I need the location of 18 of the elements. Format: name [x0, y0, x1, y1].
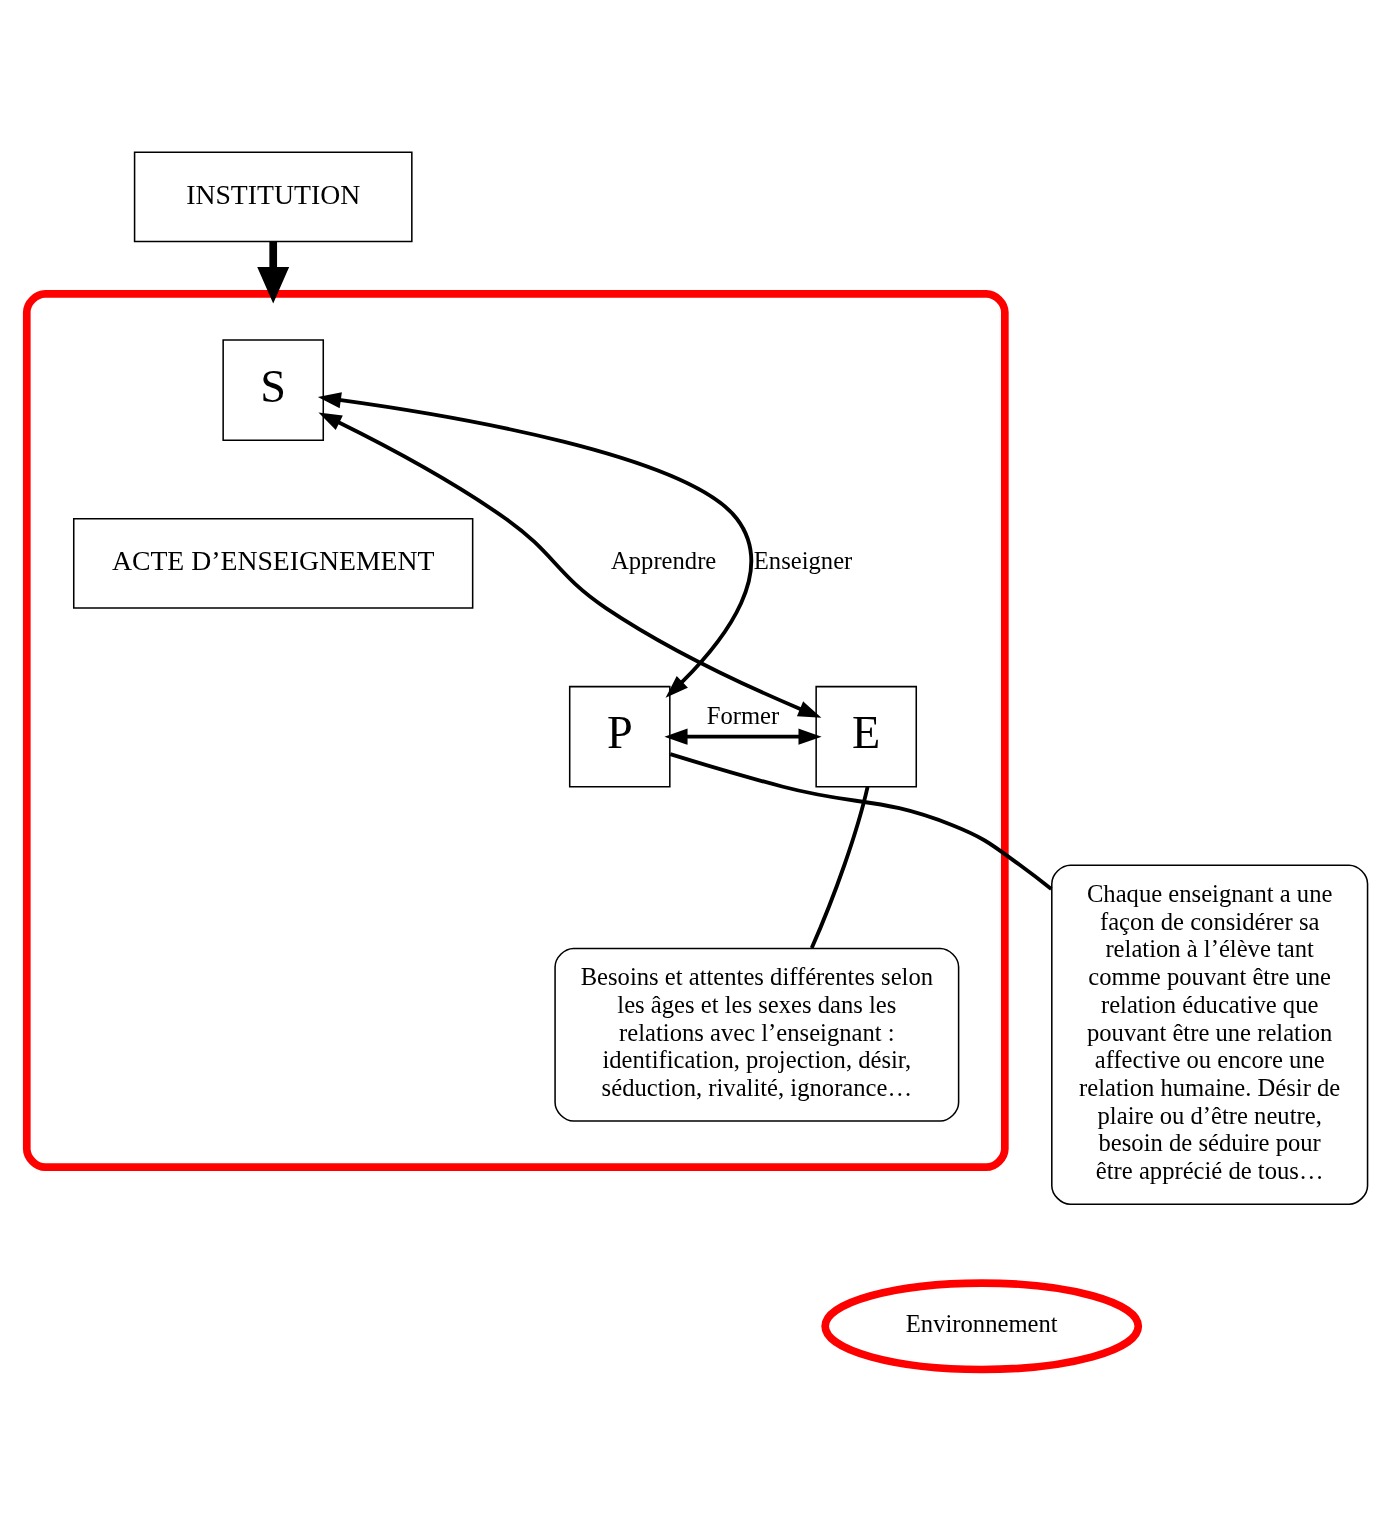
edge-label: Former: [706, 702, 780, 730]
arrow: [318, 412, 822, 718]
node-ellipse: Environnement: [821, 1279, 1143, 1374]
node-box: INSTITUTION: [133, 151, 413, 243]
arrow: [257, 241, 290, 304]
arrow: [664, 728, 822, 745]
connector: [669, 752, 1053, 891]
edge-label: Apprendre: [611, 547, 717, 575]
edge-label: Enseigner: [753, 547, 853, 575]
node-box: Chaque enseignant a une façon de considérer sa relation à l’élève tant comme pouvant être une relation éducative que pouvant être une relation affective ou encore une relation humaine. Désir de plaire ou d’être neutre, besoin de séduire pour être apprécié de tous…: [1051, 864, 1369, 1205]
arrow: [317, 392, 753, 698]
node-box: S: [222, 339, 325, 441]
connector: [809, 786, 870, 949]
node-box: E: [815, 685, 918, 788]
node-box: P: [568, 685, 671, 788]
node-box: Besoins et attentes différentes selon les âges et les sexes dans les relations avec l’enseignant : identification, projection, désir, séduction, rivalité, ignorance…: [554, 947, 960, 1122]
cluster: [22, 290, 1009, 1172]
node-box: ACTE D’ENSEIGNEMENT: [72, 517, 474, 609]
